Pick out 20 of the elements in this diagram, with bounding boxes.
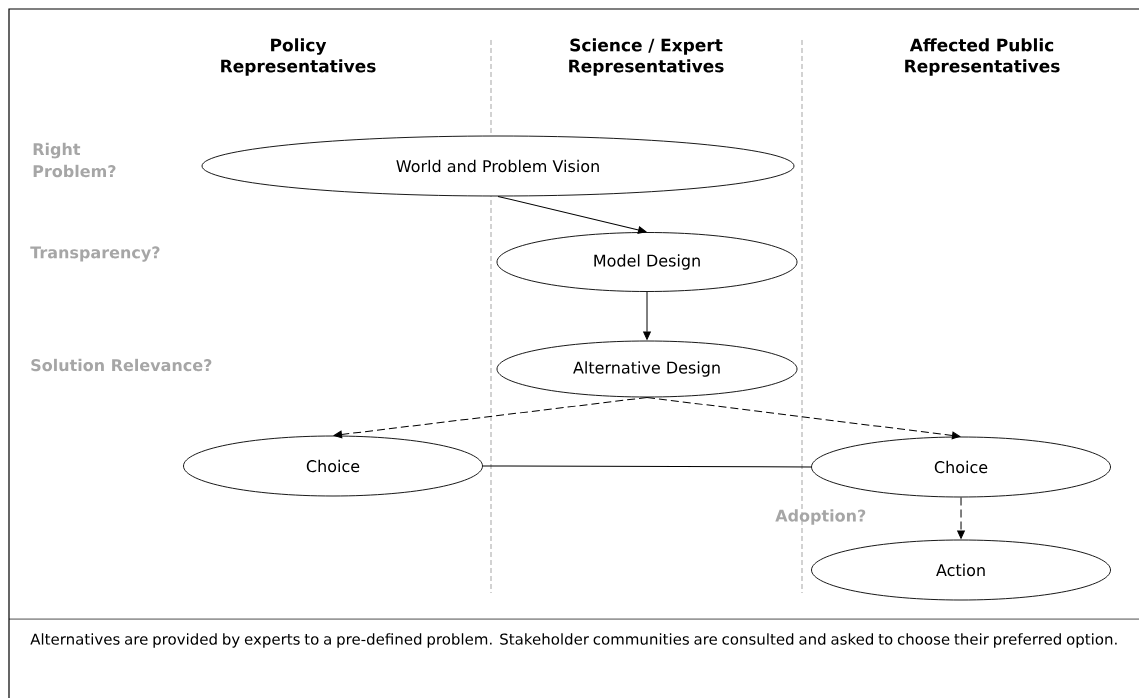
arrow bbox=[957, 496, 965, 539]
ellipse-node: Choice bbox=[811, 436, 1111, 498]
arrow bbox=[646, 396, 961, 440]
caption: Alternatives are provided by experts to a pre-defined problem. Stakeholder communities are consulted and asked to choose their preferred option. bbox=[30, 633, 1117, 648]
question-label: Adoption? bbox=[775, 509, 866, 525]
ellipse-node: World and Problem Vision bbox=[201, 135, 795, 197]
arrow bbox=[643, 291, 651, 340]
column-header: Affected Public Representatives bbox=[905, 38, 1060, 76]
connector-line bbox=[482, 465, 812, 468]
ellipse-node: Model Design bbox=[496, 232, 798, 292]
ellipse-node: Choice bbox=[183, 435, 483, 497]
question-label: Transparency? bbox=[30, 246, 160, 262]
arrow bbox=[497, 195, 647, 234]
question-label: Solution Relevance? bbox=[31, 358, 212, 372]
column-header: Policy Representatives bbox=[221, 38, 376, 76]
ellipse-node: Alternative Design bbox=[496, 340, 798, 398]
ellipse-node: Action bbox=[811, 539, 1111, 601]
arrow bbox=[333, 396, 648, 439]
column-header: Science / Expert Representatives bbox=[569, 38, 724, 76]
question-label: Right Problem? bbox=[33, 142, 116, 178]
